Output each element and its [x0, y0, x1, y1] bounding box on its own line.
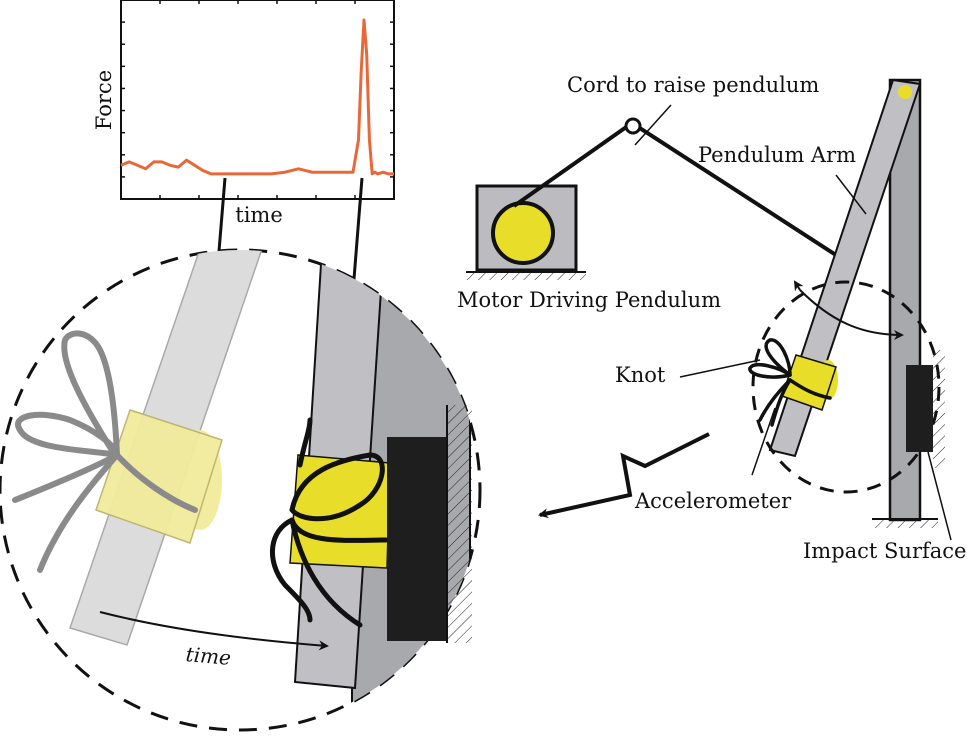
swing-arrow	[799, 289, 904, 340]
force-series-line	[120, 18, 394, 176]
ghost-knot	[12, 330, 198, 573]
pulley	[624, 117, 642, 135]
chart-ylabel: Force	[92, 70, 116, 130]
zoom-circle-dashed	[0, 248, 482, 732]
accelerometer-leader	[751, 407, 776, 476]
impact-surface-leader	[927, 451, 952, 541]
force-chart: Force time	[92, 0, 395, 227]
impact-knot	[269, 417, 389, 628]
cord-leader	[634, 104, 672, 146]
label-accelerometer: Accelerometer	[634, 489, 792, 513]
small-knot	[748, 338, 832, 427]
swing-arrow-tail	[793, 280, 804, 292]
impact-wall-hatch	[447, 405, 472, 643]
small-wall-hatch	[933, 350, 945, 468]
pivot	[898, 85, 912, 99]
impact-accelerometer	[289, 454, 391, 569]
label-knot: Knot	[615, 363, 666, 387]
zoom-time-label: time	[185, 642, 232, 670]
label-cord: Cord to raise pendulum	[567, 73, 819, 97]
chart-xlabel: time	[235, 203, 283, 227]
zoom-detail: time	[0, 248, 482, 732]
wireless-signal-arrow	[538, 432, 710, 519]
knot-leader	[679, 359, 761, 378]
apparatus	[466, 78, 952, 541]
chart-frame	[120, 0, 395, 200]
motor-ground-hatch	[466, 272, 586, 280]
motor-wheel	[491, 201, 555, 265]
label-pendulum-arm: Pendulum Arm	[698, 143, 856, 167]
small-impact-pad	[906, 365, 933, 452]
label-motor: Motor Driving Pendulum	[457, 288, 721, 312]
label-impact-surface: Impact Surface	[803, 539, 966, 563]
time-arc-arrow	[99, 611, 329, 651]
chart-ticks	[121, 0, 394, 199]
arm-leader	[835, 174, 867, 215]
impact-pad	[387, 437, 447, 641]
post-ground-hatch	[872, 520, 938, 528]
